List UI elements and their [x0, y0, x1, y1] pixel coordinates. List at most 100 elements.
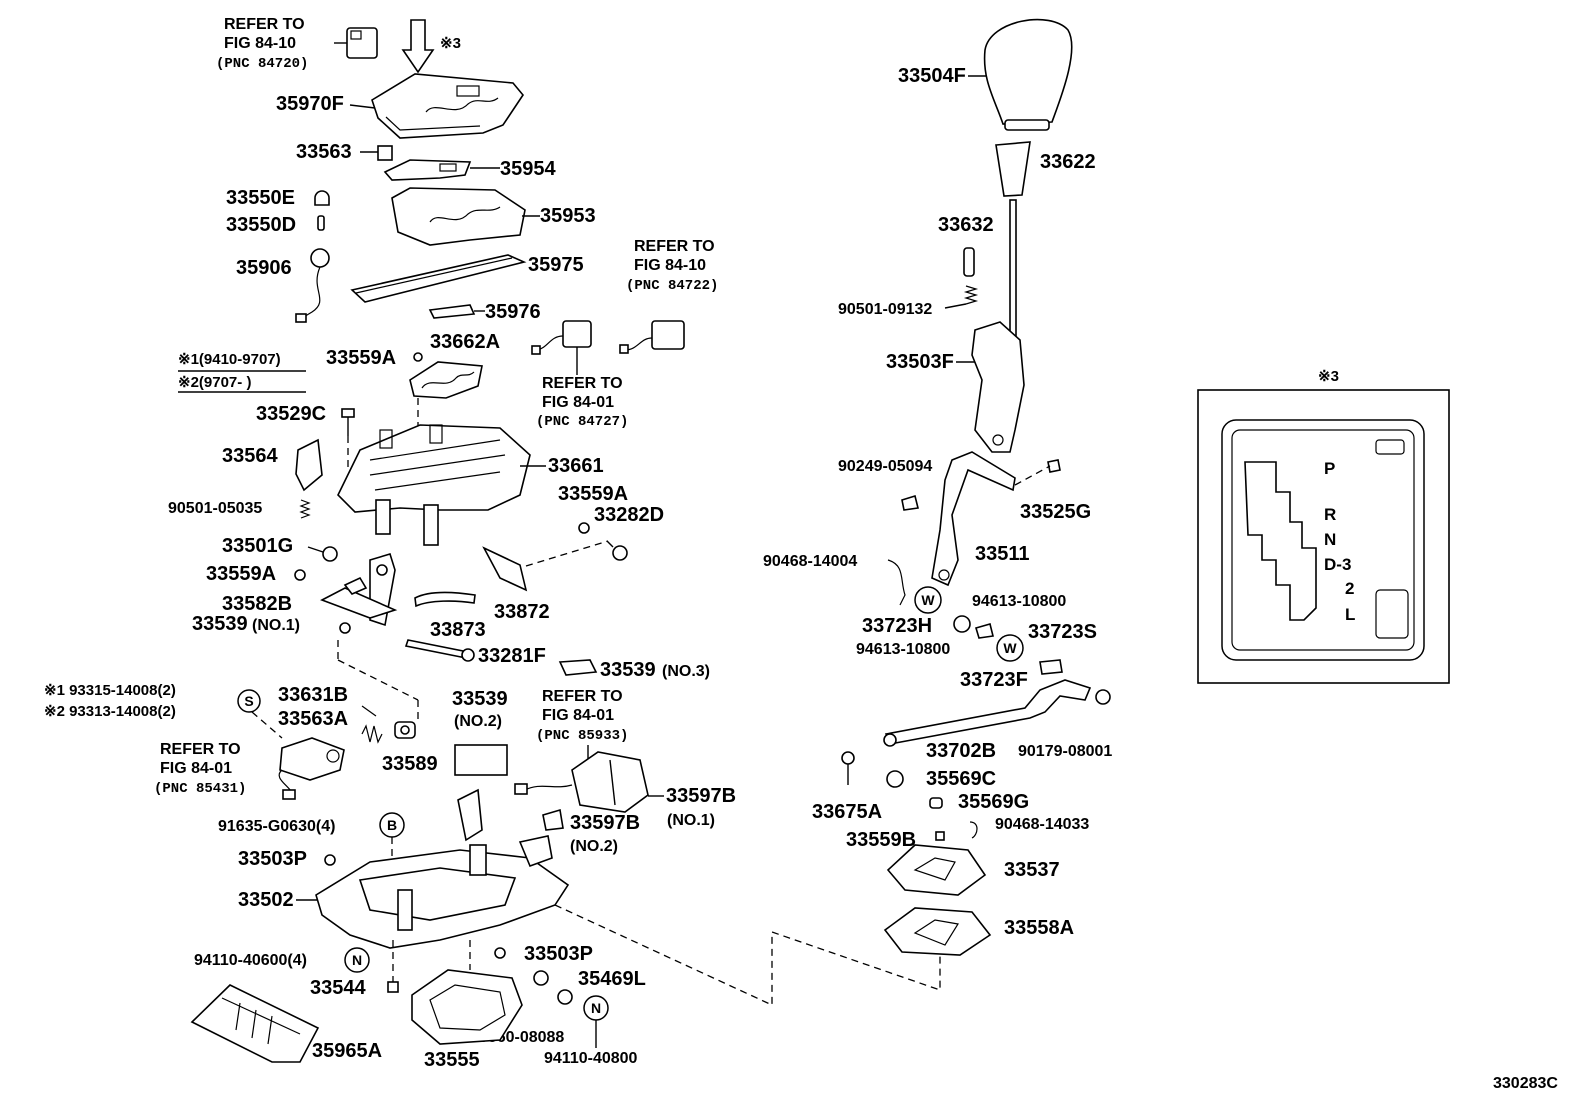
label-35953: 35953: [540, 205, 596, 227]
label-33282D: 33282D: [594, 504, 664, 526]
part-33502-base: [315, 788, 570, 949]
svg-text:B: B: [387, 817, 397, 833]
part-33564: [295, 438, 323, 492]
part-33563: [377, 145, 393, 161]
label-94613-a: 94613-10800: [972, 593, 1066, 610]
part-33597B-no2: [542, 808, 564, 831]
part-33563A: [361, 724, 383, 744]
part-33723H: [953, 615, 971, 633]
label-33661: 33661: [548, 455, 604, 477]
part-33723F: [1039, 659, 1063, 675]
part-33529C: [341, 408, 355, 436]
svg-text:N: N: [352, 952, 362, 968]
label-33872: 33872: [494, 601, 550, 623]
label-33529C: 33529C: [256, 403, 326, 425]
svg-text:(PNC 84727): (PNC 84727): [536, 414, 628, 430]
label-33511: 33511: [975, 543, 1030, 565]
part-33511: [931, 451, 1016, 587]
part-33559B: [935, 831, 945, 841]
label-90249: 90249-05094: [838, 458, 932, 475]
part-33504F-knob: [983, 18, 1073, 131]
label-33564: 33564: [222, 445, 278, 467]
label-33662A: 33662A: [430, 331, 500, 353]
part-33622: [995, 141, 1031, 197]
part-35469L: [533, 970, 549, 986]
label-91635: 91635-G0630(4): [218, 818, 335, 835]
label-33597B-no1-suffix: (NO.1): [667, 812, 715, 829]
svg-text:N: N: [591, 1000, 601, 1016]
label-35469L: 35469L: [578, 968, 646, 990]
note-1-part: ※1 93315-14008(2): [44, 682, 176, 699]
part-33662A: [409, 361, 483, 399]
part-33555: [411, 969, 523, 1045]
label-35965A: 35965A: [312, 1040, 382, 1062]
label-35975: 35975: [528, 254, 584, 276]
connector-85431: [278, 737, 345, 800]
svg-text:REFER TO: REFER TO: [160, 741, 241, 758]
part-33503P-top: [324, 854, 336, 866]
label-33539-no3-suffix: (NO.3): [662, 663, 710, 680]
label-33503P-top: 33503P: [238, 848, 307, 870]
part-90468-14004: [887, 559, 906, 606]
label-33503F: 33503F: [886, 351, 954, 373]
svg-text:FIG 84-10: FIG 84-10: [224, 35, 296, 52]
label-33622: 33622: [1040, 151, 1096, 173]
circle-n-marker-1: N: [344, 947, 370, 973]
gear-p: P: [1324, 459, 1335, 478]
label-33281F: 33281F: [478, 645, 546, 667]
label-33582B: 33582B: [222, 593, 292, 615]
part-33503F-lever: [971, 199, 1025, 453]
part-33559A-low: [294, 569, 306, 581]
svg-text:REFER TO: REFER TO: [224, 16, 305, 33]
label-33559A-mid: 33559A: [558, 483, 628, 505]
note-1: ※1(9410-9707): [178, 351, 281, 368]
inset-shift-pattern: [1197, 389, 1450, 684]
label-33597B-no1: 33597B: [666, 785, 736, 807]
mark-3-label: ※3: [440, 35, 461, 52]
label-33501G: 33501G: [222, 535, 293, 557]
label-33537: 33537: [1004, 859, 1060, 881]
view-arrow-icon: [401, 19, 435, 74]
part-33282D: [606, 540, 628, 561]
part-33503P-low: [494, 947, 506, 959]
label-35954: 35954: [500, 158, 556, 180]
label-33631B: 33631B: [278, 684, 348, 706]
svg-text:REFER TO: REFER TO: [634, 238, 715, 255]
gear-2: 2: [1345, 579, 1354, 598]
label-33550D: 33550D: [226, 214, 296, 236]
part-33539-no2: [454, 744, 508, 776]
label-33504F: 33504F: [898, 65, 966, 87]
part-90560: [557, 989, 573, 1005]
part-35970F: [371, 73, 524, 139]
part-35976: [428, 304, 476, 319]
label-33723H: 33723H: [862, 615, 932, 637]
circle-s-marker: S: [237, 689, 261, 713]
label-90501-05035: 90501-05035: [168, 500, 262, 517]
label-33723F: 33723F: [960, 669, 1028, 691]
part-35953: [391, 187, 526, 246]
label-33503P-low: 33503P: [524, 943, 593, 965]
refer-84727-label: REFER TO FIG 84-01 (PNC 84727): [536, 375, 628, 430]
svg-text:FIG 84-01: FIG 84-01: [160, 760, 232, 777]
part-33873: [414, 591, 476, 608]
svg-text:FIG 84-10: FIG 84-10: [634, 257, 706, 274]
label-33559B: 33559B: [846, 829, 916, 851]
label-90501-09132: 90501-09132: [838, 301, 932, 318]
svg-text:FIG 84-01: FIG 84-01: [542, 707, 614, 724]
part-33537: [886, 844, 987, 896]
label-94613-b: 94613-10800: [856, 641, 950, 658]
label-33559A-top: 33559A: [326, 347, 396, 369]
part-33631B: [361, 705, 377, 717]
part-35975: [350, 254, 527, 303]
gear-l: L: [1345, 605, 1355, 624]
label-33675A: 33675A: [812, 801, 882, 823]
label-33563: 33563: [296, 141, 352, 163]
label-90468-14033: 90468-14033: [995, 816, 1089, 833]
svg-text:W: W: [921, 592, 935, 608]
connector-84720: [334, 27, 378, 59]
part-90501-05035: [299, 499, 311, 519]
part-90501-09132: [963, 285, 979, 305]
part-90249: [901, 494, 919, 511]
part-35906: [295, 248, 330, 323]
label-33558A: 33558A: [1004, 917, 1074, 939]
